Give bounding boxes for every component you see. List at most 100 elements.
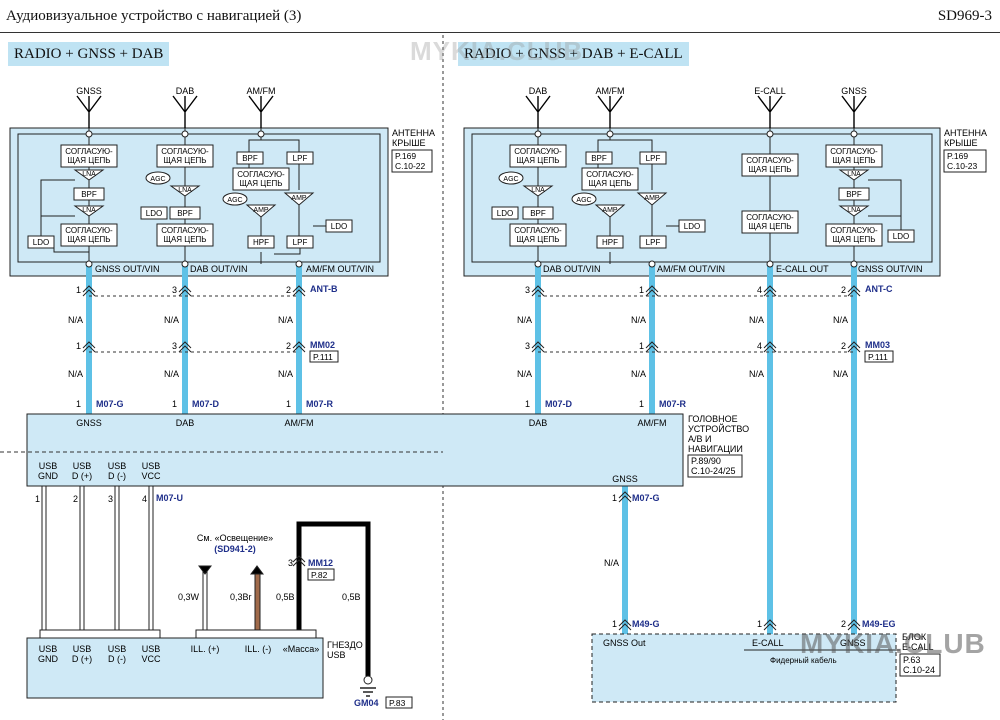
matching-circuit-block [232,167,290,191]
svg-text:1: 1 [757,619,762,629]
na-label: N/A [278,369,293,379]
svg-text:LNA: LNA [531,187,545,194]
svg-text:А/В И: А/В И [688,434,711,444]
lpf-block [286,151,314,165]
svg-text:СОГЛАСУЮ-: СОГЛАСУЮ- [830,147,878,156]
port-label: E-CALL OUT [776,264,829,274]
antenna-icon: AM/FM [596,86,625,128]
svg-text:1: 1 [76,341,81,351]
svg-text:1: 1 [639,285,644,295]
connector-gm04: GM04 [354,698,379,708]
matching-circuit-block [509,144,567,168]
svg-text:GND: GND [38,654,59,664]
svg-text:3: 3 [525,285,530,295]
ref-connector: C.10-23 [947,161,978,171]
antenna-icon: DAB [172,86,198,128]
svg-text:D (+): D (+) [72,654,92,664]
svg-text:4: 4 [142,494,147,504]
svg-text:СОГЛАСУЮ-: СОГЛАСУЮ- [746,156,794,165]
svg-text:1: 1 [76,285,81,295]
na-label: N/A [749,315,764,325]
svg-text:P.82: P.82 [311,570,328,580]
connector-m07g: M07-G [96,399,124,409]
svg-text:BPF: BPF [242,154,258,163]
svg-text:P.83: P.83 [389,698,406,708]
svg-text:УСТРОЙСТВО: УСТРОЙСТВО [688,423,749,434]
na-label: N/A [749,369,764,379]
page-title: Аудиовизуальное устройство с навигацией … [6,8,302,24]
svg-text:4: 4 [757,285,762,295]
bpf-block [522,206,554,220]
svg-text:USB: USB [108,644,127,654]
svg-text:P.111: P.111 [868,352,888,362]
ecall-unit-label: БЛОК [902,632,927,642]
svg-text:BPF: BPF [530,209,546,218]
na-label: N/A [833,369,848,379]
na-label: N/A [833,315,848,325]
svg-text:GNSS: GNSS [612,474,638,484]
section-title-right: RADIO + GNSS + DAB + E-CALL [458,42,689,66]
port-label: GNSS OUT/VIN [95,264,160,274]
svg-text:P.63: P.63 [903,655,920,665]
svg-text:ЩАЯ ЦЕПЬ: ЩАЯ ЦЕПЬ [516,235,559,244]
ecall-unit-box [591,633,897,703]
matching-circuit-block [825,223,883,247]
section-title-left: RADIO + GNSS + DAB [8,42,170,66]
svg-text:LDO: LDO [331,222,347,231]
svg-text:ЩАЯ ЦЕПЬ: ЩАЯ ЦЕПЬ [239,179,282,188]
connector-m07r: M07-R [659,399,687,409]
na-label: N/A [278,315,293,325]
svg-text:3: 3 [108,494,113,504]
svg-text:СОГЛАСУЮ-: СОГЛАСУЮ- [830,226,878,235]
svg-text:ЩАЯ ЦЕПЬ: ЩАЯ ЦЕПЬ [588,179,631,188]
svg-text:ЩАЯ ЦЕПЬ: ЩАЯ ЦЕПЬ [748,222,791,231]
svg-text:AGC: AGC [576,197,591,204]
lighting-ref-link[interactable]: (SD941-2) [214,544,256,554]
svg-text:0,3Br: 0,3Br [230,592,252,602]
svg-text:3: 3 [172,341,177,351]
svg-text:BPF: BPF [846,190,862,199]
svg-text:C.10-24/25: C.10-24/25 [691,466,736,476]
connector-ant-c: ANT-C [865,284,893,294]
svg-text:BPF: BPF [591,154,607,163]
antenna-icon: GNSS [841,86,867,128]
ground-icon [360,675,376,697]
connector-m07g: M07-G [632,493,660,503]
connector-m07u: M07-U [156,493,183,503]
svg-text:AMP: AMP [644,195,660,202]
svg-text:LNA: LNA [82,171,96,178]
antenna-icon: DAB [525,86,551,128]
connector-m07d: M07-D [192,399,220,409]
svg-text:ЩАЯ ЦЕПЬ: ЩАЯ ЦЕПЬ [163,156,206,165]
svg-text:LNA: LNA [847,171,861,178]
connector-m49eg: M49-EG [862,619,896,629]
matching-circuit-block [156,223,214,247]
watermark-top: MYKIA.CLUB [410,36,584,66]
svg-text:AMP: AMP [253,207,269,214]
svg-text:2: 2 [841,619,846,629]
na-label: N/A [631,315,646,325]
matching-circuit-block [509,223,567,247]
svg-text:USB: USB [108,461,127,471]
ground-wire [296,521,371,676]
svg-text:AM/FM: AM/FM [638,418,667,428]
svg-text:LPF: LPF [646,154,661,163]
svg-text:2: 2 [841,341,846,351]
svg-text:GNSS: GNSS [76,418,102,428]
svg-text:1: 1 [639,341,644,351]
port-label: GNSS OUT/VIN [858,264,923,274]
svg-text:USB: USB [142,461,161,471]
svg-text:VCC: VCC [141,654,161,664]
svg-text:D (+): D (+) [72,471,92,481]
svg-text:GNSS: GNSS [840,638,866,648]
port-label: AM/FM OUT/VIN [657,264,725,274]
svg-text:AM/FM: AM/FM [285,418,314,428]
svg-text:AM/FM: AM/FM [247,86,276,96]
svg-text:НАВИГАЦИИ: НАВИГАЦИИ [688,444,743,454]
ldo-block [491,206,519,220]
watermark-bottom: MYKIA.CLUB [800,628,986,659]
svg-text:СОГЛАСУЮ-: СОГЛАСУЮ- [586,170,634,179]
na-label: N/A [68,369,83,379]
na-label: N/A [517,369,532,379]
